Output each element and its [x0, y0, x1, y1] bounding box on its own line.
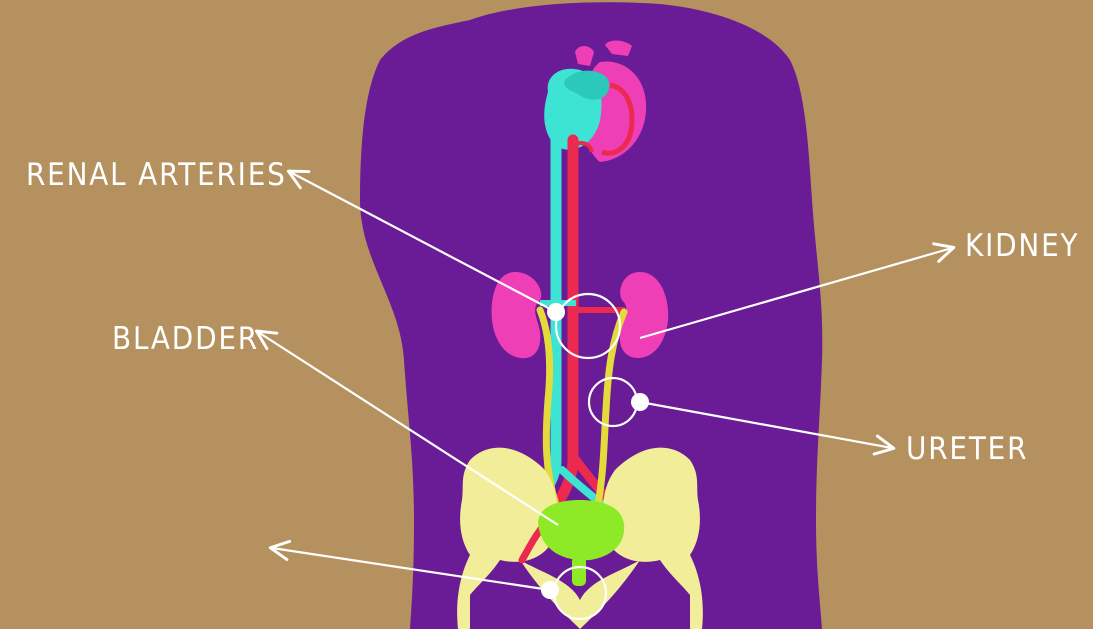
renal-arteries-label: RENAL ARTERIES — [26, 157, 287, 193]
bladder-label: BLADDER — [112, 321, 259, 357]
kidney-right — [619, 272, 669, 358]
pelvis-left — [457, 447, 557, 629]
ureter-dot — [631, 393, 649, 411]
pelvis-right — [603, 447, 703, 629]
ureter-right — [594, 308, 628, 509]
urethra-dot — [541, 581, 559, 599]
renal-arteries-dot — [547, 303, 565, 321]
urethra-pointer — [268, 539, 551, 592]
bladder — [538, 500, 625, 561]
kidney-pointer — [639, 242, 956, 340]
bladder-pointer — [254, 329, 559, 526]
ureter-label: URETER — [906, 431, 1029, 467]
renal-arteries-pointer — [286, 169, 557, 313]
ureter-left — [536, 306, 560, 509]
kidney-label: KIDNEY — [965, 228, 1080, 264]
sacrum — [520, 560, 640, 629]
kidney-left — [491, 272, 542, 359]
renal-arteries-highlight — [554, 292, 622, 360]
ureter-pointer — [639, 400, 896, 456]
urethra — [572, 556, 586, 586]
